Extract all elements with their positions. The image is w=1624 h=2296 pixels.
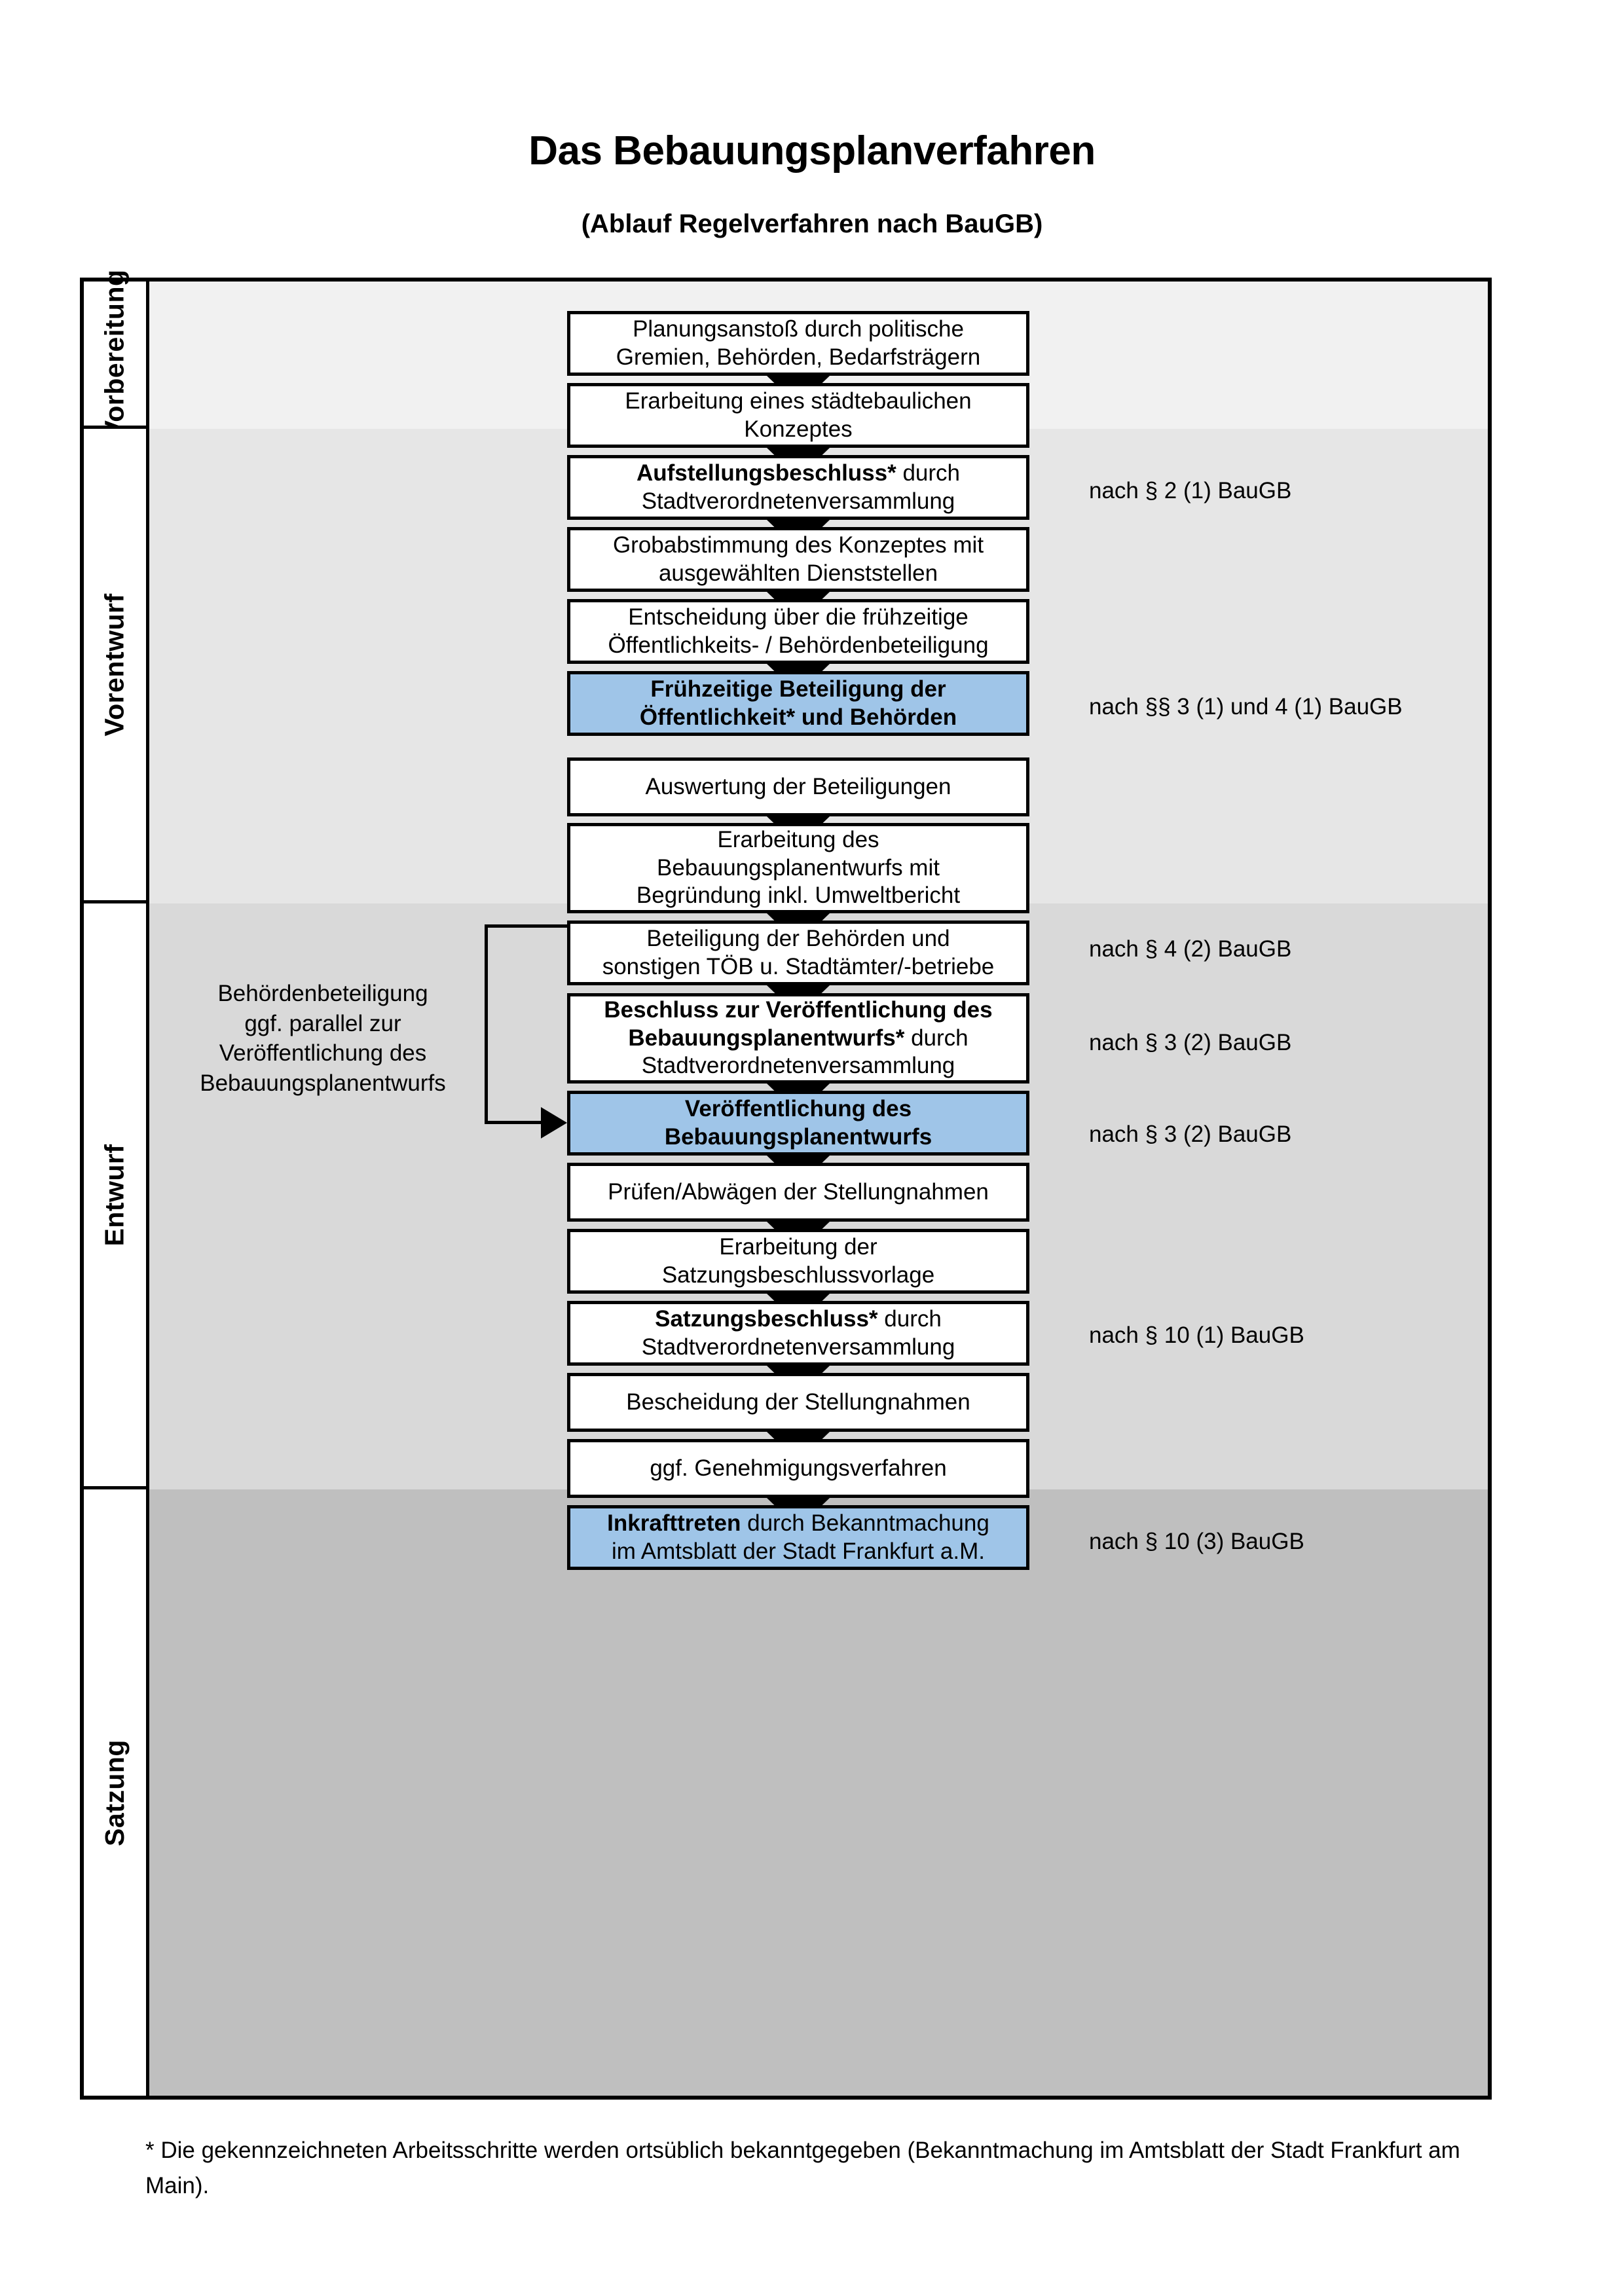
legal-ref-par10-3: nach § 10 (3) BauGB (1089, 1529, 1304, 1554)
legal-ref-par3-2-a: nach § 3 (2) BauGB (1089, 1030, 1292, 1055)
step-line-bold: Beschluss zur Veröffentlichung des (604, 996, 993, 1023)
band-satzung (149, 1489, 1488, 2096)
legal-ref-par2-1: nach § 2 (1) BauGB (1089, 478, 1292, 503)
step-line: Frühzeitige Beteiligung der (650, 676, 946, 702)
step-box-staedtebauliches-konzept[interactable]: Erarbeitung eines städtebaulichen Konzep… (567, 383, 1029, 448)
phase-label-vorbereitung: Vorbereitung (84, 269, 149, 438)
step-line: Satzungsbeschlussvorlage (661, 1262, 935, 1288)
step-box-beschluss-veroeffentlichung[interactable]: Beschluss zur Veröffentlichung des Bebau… (567, 993, 1029, 1084)
step-line: Erarbeitung der (719, 1233, 877, 1260)
step-line: Planungsanstoß durch politische (633, 316, 964, 342)
bracket-top-segment (485, 924, 567, 928)
phase-label-text: Entwurf (100, 1143, 130, 1247)
step-box-planungsanstoss[interactable]: Planungsanstoß durch politische Gremien,… (567, 311, 1029, 376)
step-line: durch Bekanntmachung (741, 1510, 989, 1536)
phase-label-text: Vorbereitung (100, 268, 130, 439)
side-note-line: Behördenbeteiligung (217, 981, 428, 1006)
step-line: durch (896, 460, 961, 486)
step-line: Beteiligung der Behörden und (646, 925, 950, 951)
step-line: Stadtverordnetenversammlung (641, 1334, 955, 1360)
step-line: Entscheidung über die frühzeitige (628, 604, 969, 630)
step-box-beteiligung-behoerden-toeb[interactable]: Beteiligung der Behörden und sonstigen T… (567, 920, 1029, 985)
step-line: im Amtsblatt der Stadt Frankfurt a.M. (612, 1538, 985, 1564)
step-box-grobabstimmung[interactable]: Grobabstimmung des Konzeptes mit ausgewä… (567, 527, 1029, 592)
legal-ref-par10-1: nach § 10 (1) BauGB (1089, 1322, 1304, 1348)
step-line: Gremien, Behörden, Bedarfsträgern (616, 344, 981, 370)
side-note-line: ggf. parallel zur (244, 1010, 401, 1036)
step-box-auswertung-beteiligungen[interactable]: Auswertung der Beteiligungen (567, 757, 1029, 816)
phase-label-entwurf: Entwurf (84, 903, 149, 1489)
step-line: Auswertung der Beteiligungen (645, 773, 951, 799)
legal-ref-par3-2-b: nach § 3 (2) BauGB (1089, 1121, 1292, 1147)
step-line-bold: Inkrafttreten (607, 1510, 741, 1536)
step-line: Bescheidung der Stellungnahmen (626, 1389, 970, 1415)
phase-label-text: Vorentwurf (100, 592, 130, 737)
step-line: Stadtverordnetenversammlung (641, 488, 955, 514)
step-line-bold: Aufstellungsbeschluss* (636, 460, 896, 486)
step-line: Erarbeitung des (717, 826, 879, 852)
step-box-satzungsbeschlussvorlage[interactable]: Erarbeitung der Satzungsbeschlussvorlage (567, 1229, 1029, 1294)
step-line: sonstigen TÖB u. Stadtämter/-betriebe (602, 953, 995, 979)
side-note-line: Bebauungsplanentwurfs (200, 1070, 446, 1096)
legal-ref-par4-2: nach § 4 (2) BauGB (1089, 936, 1292, 962)
step-box-entscheidung-fruehzeitige-beteiligung[interactable]: Entscheidung über die frühzeitige Öffent… (567, 599, 1029, 664)
phase-label-satzung: Satzung (84, 1489, 149, 2096)
step-box-veroeffentlichung-entwurf[interactable]: Veröffentlichung des Bebauungsplanentwur… (567, 1091, 1029, 1156)
step-line: ggf. Genehmigungsverfahren (650, 1455, 947, 1481)
step-line: Veröffentlichung des (684, 1095, 912, 1121)
step-line: Stadtverordnetenversammlung (641, 1053, 955, 1079)
side-note-line: Veröffentlichung des (219, 1040, 427, 1066)
step-line: Öffentlichkeits- / Behördenbeteiligung (608, 632, 989, 658)
step-line: Bebauungsplanentwurfs (664, 1123, 932, 1150)
bracket-bottom-segment (485, 1121, 557, 1124)
step-line: durch (904, 1025, 969, 1051)
bracket-arrowhead-icon (541, 1107, 567, 1139)
step-box-fruehzeitige-beteiligung[interactable]: Frühzeitige Beteiligung der Öffentlichke… (567, 671, 1029, 736)
step-box-erarbeitung-bebauungsplanentwurf[interactable]: Erarbeitung des Bebauungsplanentwurfs mi… (567, 823, 1029, 913)
step-line-bold: Satzungsbeschluss* (655, 1305, 878, 1332)
page-subtitle: (Ablauf Regelverfahren nach BauGB) (581, 210, 1043, 238)
step-box-inkrafttreten[interactable]: Inkrafttreten durch Bekanntmachung im Am… (567, 1505, 1029, 1570)
step-line: Erarbeitung eines städtebaulichen (625, 388, 972, 414)
phase-label-vorentwurf: Vorentwurf (84, 429, 149, 903)
step-line: Grobabstimmung des Konzeptes mit (612, 532, 984, 558)
step-line-bold: Bebauungsplanentwurfs* (628, 1025, 905, 1051)
legal-ref-par3-1-4-1: nach §§ 3 (1) und 4 (1) BauGB (1089, 694, 1403, 720)
step-box-satzungsbeschluss[interactable]: Satzungsbeschluss* durch Stadtverordnete… (567, 1301, 1029, 1366)
step-line: durch (877, 1305, 942, 1332)
phase-label-text: Satzung (100, 1739, 130, 1846)
step-box-bescheidung-stellungnahmen[interactable]: Bescheidung der Stellungnahmen (567, 1373, 1029, 1432)
bracket-vertical-segment (485, 924, 488, 1124)
footnote-text: * Die gekennzeichneten Arbeitsschritte w… (145, 2138, 1460, 2199)
page-title: Das Bebauungsplanverfahren (528, 128, 1096, 173)
step-line: Öffentlichkeit* und Behörden (639, 704, 957, 730)
step-line: Bebauungsplanentwurfs mit (657, 854, 940, 881)
step-box-aufstellungsbeschluss[interactable]: Aufstellungsbeschluss* durch Stadtverord… (567, 455, 1029, 520)
step-line: ausgewählten Dienststellen (658, 560, 938, 586)
step-line: Prüfen/Abwägen der Stellungnahmen (608, 1178, 989, 1205)
step-line: Begründung inkl. Umweltbericht (636, 883, 961, 909)
step-box-pruefen-abwaegen[interactable]: Prüfen/Abwägen der Stellungnahmen (567, 1163, 1029, 1222)
flowchart-frame: Vorbereitung Vorentwurf Entwurf Satzung … (80, 269, 1492, 2100)
side-note-behoerdenbeteiligung: Behördenbeteiligung ggf. parallel zur Ve… (162, 979, 483, 1098)
step-box-genehmigungsverfahren[interactable]: ggf. Genehmigungsverfahren (567, 1439, 1029, 1498)
step-line: Konzeptes (744, 416, 853, 442)
